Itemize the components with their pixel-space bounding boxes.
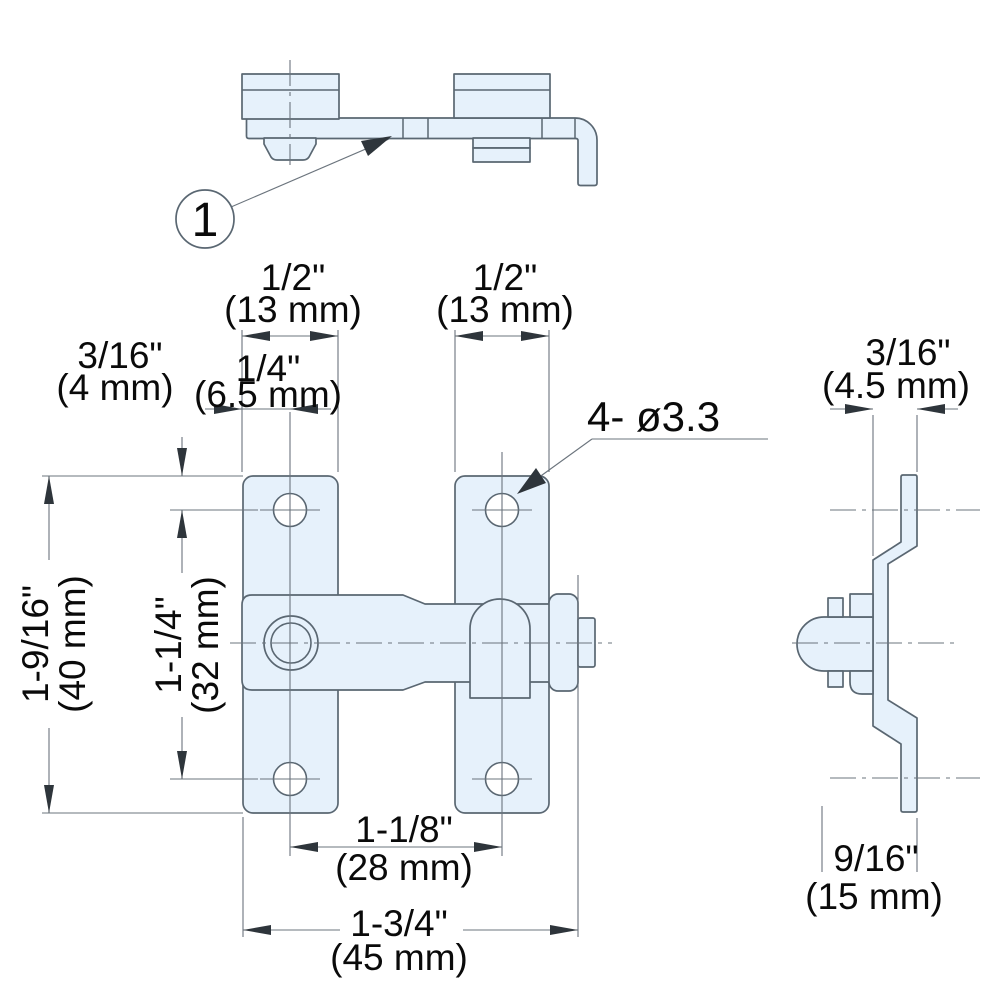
arrowhead bbox=[44, 785, 54, 813]
dim-label-mm: (6.5 mm) bbox=[194, 374, 342, 415]
dim-label-mm: (4 mm) bbox=[56, 367, 173, 408]
balloon-number: 1 bbox=[192, 194, 219, 247]
dim-side-offset: 3/16" (4.5 mm) bbox=[822, 332, 970, 414]
dim-label-mm: (28 mm) bbox=[335, 847, 473, 888]
arrowhead bbox=[242, 331, 270, 341]
dim-label-mm: (45 mm) bbox=[330, 937, 468, 978]
arrowhead bbox=[917, 404, 945, 414]
dim-plate-height: 1-9/16" (40 mm) bbox=[15, 476, 93, 813]
dim-label-in: 1-3/4" bbox=[350, 903, 447, 944]
dim-label-mm: (15 mm) bbox=[805, 876, 943, 917]
dim-label-in: 1-9/16" bbox=[15, 585, 56, 703]
dim-label-in: 1/2" bbox=[261, 257, 326, 298]
dim-label-mm: (32 mm) bbox=[185, 576, 226, 714]
arrowhead bbox=[177, 510, 187, 538]
front-view bbox=[230, 412, 612, 856]
leader-arrowhead bbox=[517, 468, 546, 494]
arrowhead bbox=[310, 331, 338, 341]
balloon-leader-line bbox=[230, 138, 390, 208]
arrowhead bbox=[290, 842, 318, 852]
front-guide-staple bbox=[469, 598, 531, 699]
side-centerlines bbox=[792, 509, 980, 779]
arrowhead bbox=[177, 448, 187, 476]
dim-hole-offset: 1/4" (6.5 mm) bbox=[194, 348, 342, 415]
dim-top-right-width: 1/2" (13 mm) bbox=[436, 257, 574, 341]
dim-label-in: 9/16" bbox=[833, 838, 918, 879]
balloon-circle bbox=[175, 189, 235, 249]
arrowhead bbox=[214, 404, 242, 414]
side-knob-step-bottom-small bbox=[827, 670, 844, 688]
dim-label-in: 1/4" bbox=[236, 348, 301, 389]
dim-side-depth: 9/16" (15 mm) bbox=[805, 838, 943, 917]
dim-label-mm: (40 mm) bbox=[52, 575, 93, 713]
dim-top-edge-to-hole: 3/16" (4 mm) bbox=[56, 335, 187, 573]
dim-label-in: 3/16" bbox=[865, 332, 950, 373]
arrowhead bbox=[290, 404, 318, 414]
hole-note-text: 4- ø3.3 bbox=[587, 393, 720, 440]
dim-top-left-width: 1/2" (13 mm) bbox=[224, 257, 362, 341]
arrowhead bbox=[474, 842, 502, 852]
arrowhead bbox=[550, 925, 578, 935]
side-knob-step-top-small bbox=[827, 597, 844, 618]
dim-hole-h-spacing: 1-1/8" (28 mm) bbox=[290, 809, 502, 888]
arrowhead bbox=[44, 476, 54, 504]
top-view-right-block bbox=[453, 73, 551, 119]
dim-hole-v-spacing: 1-1/4" (32 mm) bbox=[148, 576, 226, 779]
balloon-leader-arrow bbox=[361, 136, 392, 156]
dim-label-mm: (4.5 mm) bbox=[822, 365, 970, 406]
dim-label-in: 1-1/8" bbox=[355, 809, 452, 850]
side-knob-bullet bbox=[796, 616, 874, 672]
arrowhead bbox=[243, 925, 271, 935]
extension-lines bbox=[42, 330, 918, 937]
top-view-plate bbox=[245, 117, 598, 187]
arrowhead bbox=[521, 331, 549, 341]
arrowhead bbox=[455, 331, 483, 341]
front-centerlines bbox=[230, 412, 612, 856]
side-z-profile bbox=[872, 474, 918, 813]
dim-label-in: 3/16" bbox=[77, 335, 162, 376]
balloon-callout: 1 bbox=[175, 136, 392, 249]
dim-overall-width: 1-3/4" (45 mm) bbox=[243, 903, 578, 978]
side-knob-step-top-large bbox=[849, 593, 874, 618]
bar-ring-inner bbox=[270, 622, 312, 664]
arrowhead bbox=[845, 404, 873, 414]
arrowhead bbox=[177, 751, 187, 779]
hole-note-callout: 4- ø3.3 bbox=[517, 393, 768, 494]
dim-label-mm: (13 mm) bbox=[436, 289, 574, 330]
dim-label-in: 1/2" bbox=[473, 257, 538, 298]
top-view bbox=[241, 60, 598, 187]
side-knob-step-bottom-large bbox=[849, 670, 874, 695]
dimensions: 1/2" (13 mm) 1/2" (13 mm) 1/4" (6.5 mm) … bbox=[15, 257, 970, 978]
top-view-catch-step-2 bbox=[472, 147, 531, 163]
dim-label-in: 1-1/4" bbox=[148, 596, 189, 693]
top-view-catch-step-1 bbox=[472, 137, 531, 149]
side-view bbox=[792, 474, 980, 813]
dim-label-mm: (13 mm) bbox=[224, 289, 362, 330]
